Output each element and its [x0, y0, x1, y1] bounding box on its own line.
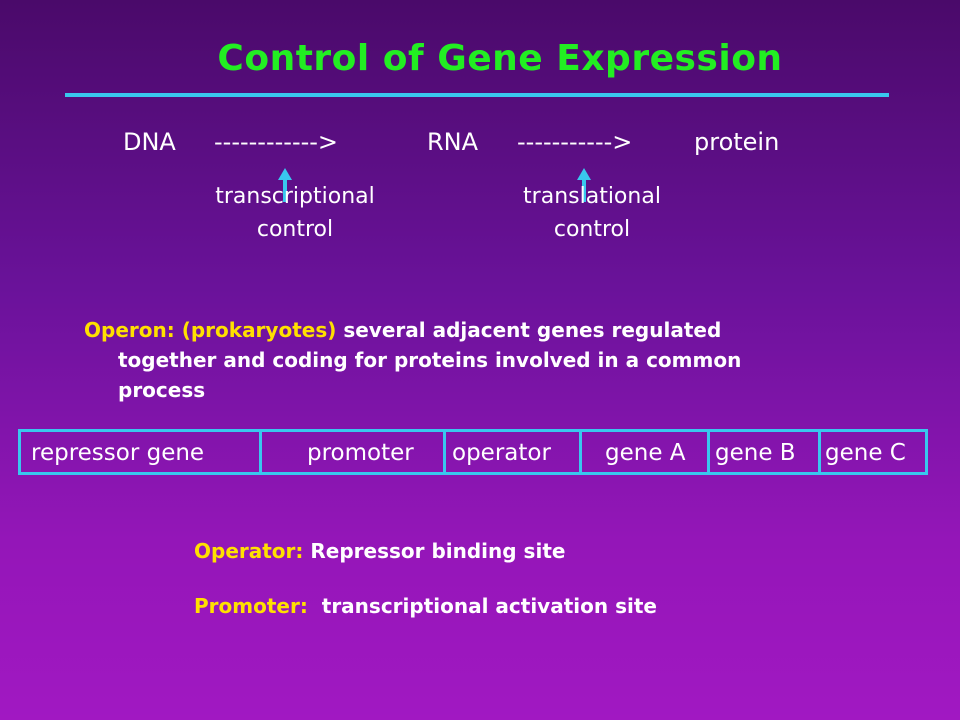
translational-arrow-icon: [577, 168, 591, 202]
transcriptional-control-label: transcriptional control: [215, 184, 375, 242]
operon-definition: Operon: (prokaryotes) several adjacent g…: [84, 315, 844, 405]
segment-repressor-gene: repressor gene: [31, 440, 205, 466]
operon-qualifier: (prokaryotes): [181, 318, 337, 342]
segment-gene-b: gene B: [715, 440, 796, 466]
promoter-text: transcriptional activation site: [307, 594, 657, 618]
operon-gene-map: repressor gene promoter operator gene A …: [18, 429, 928, 475]
operator-text: Repressor binding site: [303, 539, 566, 563]
segment-promoter: promoter: [307, 440, 414, 466]
flow-arrow-2: ----------->: [517, 128, 633, 156]
promoter-definition: Promoter: transcriptional activation sit…: [194, 591, 657, 621]
flow-arrow-1: ------------>: [214, 128, 339, 156]
operator-term: Operator:: [194, 539, 304, 563]
dna-label: DNA: [123, 128, 176, 156]
operon-text-line1: several adjacent genes regulated: [336, 318, 722, 342]
segment-divider: [818, 432, 821, 472]
rna-label: RNA: [427, 128, 479, 156]
segment-divider: [707, 432, 710, 472]
operon-term: Operon:: [84, 318, 175, 342]
segment-divider: [259, 432, 262, 472]
slide-title: Control of Gene Expression: [217, 38, 783, 79]
protein-label: protein: [694, 128, 780, 156]
segment-divider: [443, 432, 446, 472]
segment-operator: operator: [452, 440, 551, 466]
transcriptional-arrow-icon: [278, 168, 292, 202]
operon-text-line3: process: [118, 378, 206, 402]
title-underline: [65, 93, 889, 97]
segment-divider: [579, 432, 582, 472]
operon-text-line2: together and coding for proteins involve…: [118, 348, 742, 372]
segment-gene-c: gene C: [825, 440, 906, 466]
translational-control-label: translational control: [523, 184, 661, 242]
promoter-term: Promoter:: [194, 594, 308, 618]
operator-definition: Operator: Repressor binding site: [194, 536, 565, 566]
segment-gene-a: gene A: [605, 440, 686, 466]
